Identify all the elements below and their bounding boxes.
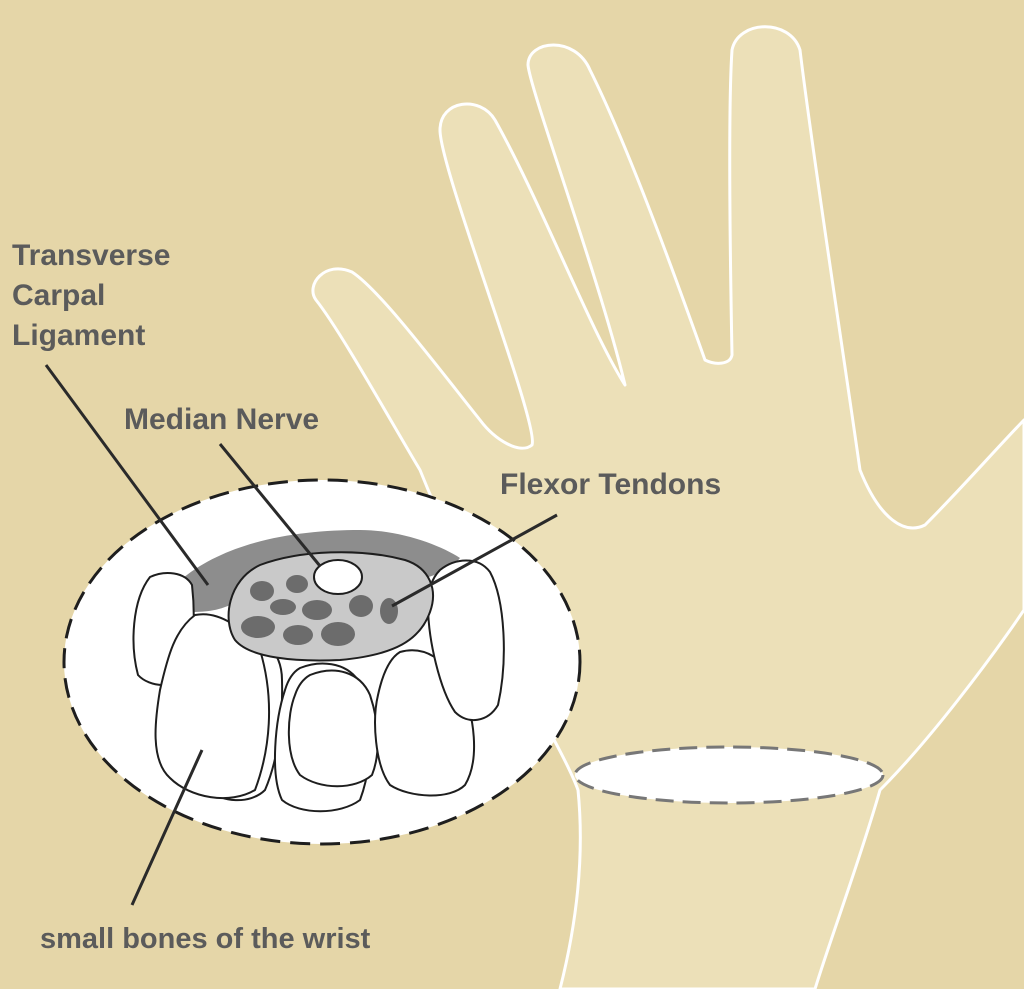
tendon bbox=[241, 616, 275, 638]
tendon bbox=[302, 600, 332, 620]
label-flexor-tendons: Flexor Tendons bbox=[500, 468, 722, 501]
tendon bbox=[349, 595, 373, 617]
label-median-nerve: Median Nerve bbox=[124, 403, 320, 436]
tendon bbox=[286, 575, 308, 593]
label-small-bones: small bones of the wrist bbox=[40, 923, 371, 955]
bone-shape bbox=[287, 669, 379, 788]
tendon bbox=[283, 625, 313, 645]
label-transverse-carpal-ligament: Transverse Carpal Ligament bbox=[12, 236, 170, 356]
cross-section-inset bbox=[62, 478, 582, 846]
leader-line-median-nerve bbox=[218, 443, 322, 567]
leader-line-small-bones bbox=[130, 749, 204, 906]
leader-line-ligament bbox=[44, 364, 210, 586]
label-line: Ligament bbox=[12, 319, 146, 352]
tendon bbox=[270, 599, 296, 615]
tendon bbox=[380, 598, 398, 624]
hand-outline bbox=[311, 25, 1024, 989]
wrist-cross-section-marker bbox=[573, 745, 885, 805]
flexor-tendons bbox=[241, 575, 398, 646]
leader-line-flexor-tendons bbox=[391, 513, 558, 608]
tendon bbox=[250, 581, 274, 601]
median-nerve bbox=[313, 559, 363, 595]
label-line: Transverse bbox=[12, 239, 171, 272]
tendon bbox=[321, 622, 355, 646]
label-line: Carpal bbox=[12, 279, 106, 312]
